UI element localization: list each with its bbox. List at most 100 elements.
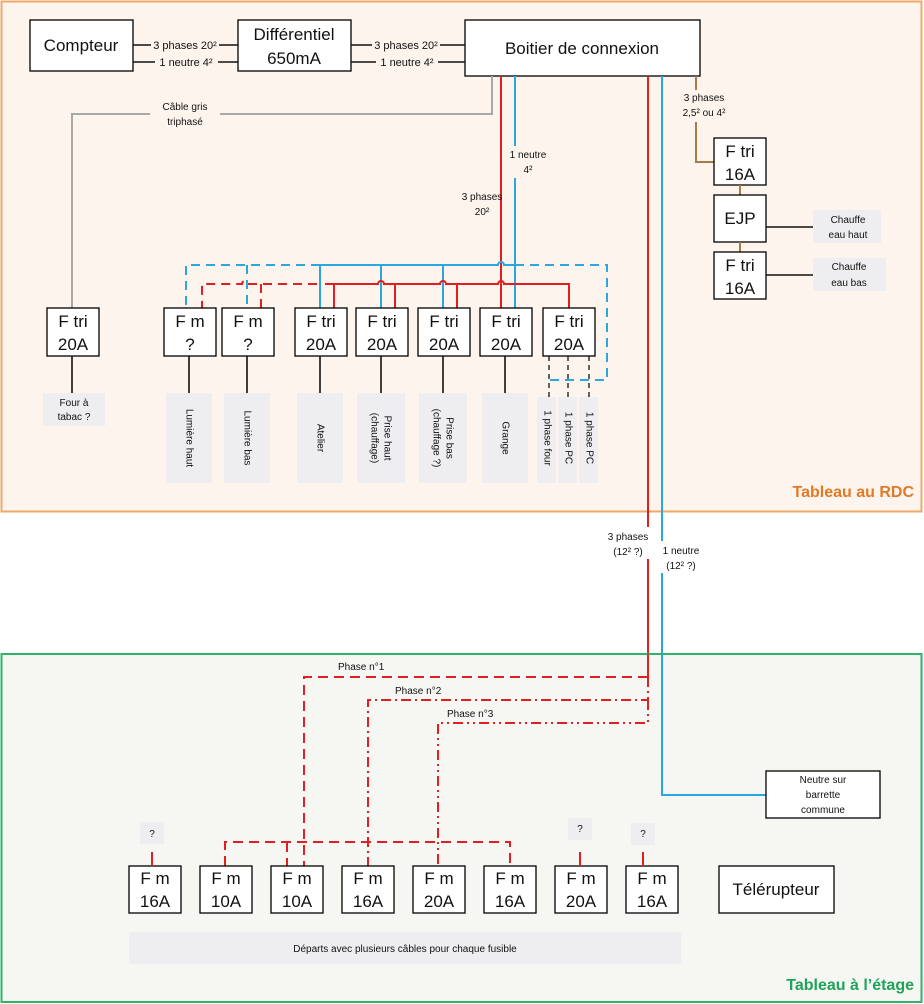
last-output-label-bg bbox=[537, 397, 556, 483]
rdc-fuse-l2: 20A bbox=[429, 335, 460, 354]
grey-cable-label-1: Câble gris bbox=[162, 102, 207, 113]
differentiel-label-2: 650mA bbox=[267, 49, 322, 68]
ejp-fuse-bottom-l2: 16A bbox=[725, 279, 756, 298]
inter-phases-label-2: (12² ?) bbox=[613, 547, 642, 558]
etage-fuse-l1: F m bbox=[211, 869, 240, 888]
ejp-feed-label-2: 2,5² ou 4² bbox=[683, 108, 726, 119]
phase-bus-dashed bbox=[201, 280, 334, 308]
compteur-label: Compteur bbox=[44, 36, 119, 55]
etage-fuse-box bbox=[341, 865, 395, 914]
ejp-fuse-top-l1: F tri bbox=[725, 142, 754, 161]
last-output-label: 1 phase PC bbox=[583, 412, 594, 464]
chauffe-haut-l1: Chauffe bbox=[831, 215, 866, 226]
ejp-feed-label-1: 3 phases bbox=[684, 93, 725, 104]
link-compteur-differentiel bbox=[133, 44, 238, 63]
rdc-output-label-bg bbox=[357, 393, 405, 483]
bus-neutre-label-bg bbox=[504, 146, 552, 178]
grey-cable bbox=[71, 76, 493, 308]
etage-fuse-l1: F m bbox=[140, 869, 169, 888]
rdc-fuse-l2: 20A bbox=[491, 335, 522, 354]
rdc-output-label: Atelier bbox=[314, 424, 325, 453]
inter-neutre-label-2: (12² ?) bbox=[666, 561, 695, 572]
neutral-drops bbox=[319, 265, 516, 308]
etage-fuse-box bbox=[483, 865, 537, 914]
etage-title: Tableau à l’étage bbox=[786, 977, 914, 994]
four-fuse-l1: F tri bbox=[58, 312, 87, 331]
compteur-box bbox=[29, 19, 134, 72]
rdc-output-label-bg bbox=[419, 393, 467, 483]
telerupteur-box bbox=[718, 865, 835, 914]
etage-fuse-l1: F m bbox=[637, 869, 666, 888]
rdc-fuse-l2: 20A bbox=[367, 335, 398, 354]
boitier-box bbox=[464, 19, 701, 77]
etage-fuse-l2: 20A bbox=[566, 892, 597, 911]
link2-phases-label: 3 phases 20² bbox=[374, 40, 438, 52]
chauffe-haut-bg bbox=[813, 210, 881, 243]
rdc-fuse-l1: F tri bbox=[306, 312, 335, 331]
last-fuse-outputs bbox=[548, 356, 590, 397]
link1-phases-label: 3 phases 20² bbox=[153, 40, 217, 52]
inter-neutre-label-bg bbox=[655, 541, 707, 573]
bus-phases-label-1: 3 phases bbox=[462, 192, 503, 203]
inter-phases-label-bg bbox=[600, 527, 654, 559]
four-label-1: Four à bbox=[60, 398, 89, 409]
last-output-label: 1 phase PC bbox=[562, 412, 573, 464]
etage-sub-bus bbox=[224, 841, 511, 866]
chauffe-bas-l1: Chauffe bbox=[832, 262, 867, 273]
inter-neutre-label-1: 1 neutre bbox=[663, 546, 700, 557]
phase-bus-solid bbox=[334, 280, 570, 308]
inter-phases-label-1: 3 phases bbox=[608, 532, 649, 543]
etage-fuse-l2: 10A bbox=[282, 892, 313, 911]
rdc-output-label: Prise haut bbox=[381, 415, 392, 460]
etage-fuse-box bbox=[128, 865, 182, 914]
chauffe-bas-l2: eau bas bbox=[831, 278, 867, 289]
four-label-2: tabac ? bbox=[58, 412, 91, 423]
etage-fuse-l2: 20A bbox=[424, 892, 455, 911]
etage-fuse-l1: F m bbox=[353, 869, 382, 888]
etage-fuse-note: ? bbox=[577, 824, 583, 835]
bus-phases-label-bg bbox=[458, 187, 500, 219]
etage-fuse-box bbox=[554, 865, 608, 914]
rdc-fuse-l1: F tri bbox=[491, 312, 520, 331]
rdc-output-label-bg bbox=[482, 393, 528, 483]
etage-fuse-l1: F m bbox=[495, 869, 524, 888]
link2-neutre-label: 1 neutre 4² bbox=[380, 57, 434, 69]
phase-1-label: Phase n°1 bbox=[338, 662, 385, 673]
last-output-label-bg bbox=[579, 397, 598, 483]
departs-label: Départs avec plusieurs câbles pour chaqu… bbox=[293, 944, 517, 955]
rdc-fuse-l1: F tri bbox=[367, 312, 396, 331]
etage-fuse-box bbox=[270, 865, 324, 914]
etage-fuse-note-bg bbox=[140, 822, 164, 844]
etage-fuse-l1: F m bbox=[566, 869, 595, 888]
last-output-label: 1 phase four bbox=[541, 410, 552, 466]
etage-fuse-note-bg bbox=[631, 823, 655, 845]
rdc-fuse-l1: F tri bbox=[554, 312, 583, 331]
rdc-output-label: (chauffage) bbox=[368, 413, 379, 463]
rdc-fuse-box bbox=[542, 307, 596, 357]
rdc-fuse-box bbox=[355, 307, 409, 357]
ejp-fuse-bottom-l1: F tri bbox=[725, 256, 754, 275]
four-label-bg bbox=[43, 393, 105, 426]
departs-label-bg bbox=[129, 932, 681, 964]
neutral-bus-dashed-right bbox=[515, 264, 608, 381]
etage-fuse-l1: F m bbox=[424, 869, 453, 888]
phase-drops bbox=[333, 284, 458, 308]
etage-fuse-box bbox=[199, 865, 253, 914]
telerupteur-label: Télérupteur bbox=[733, 880, 820, 899]
etage-fuse-box bbox=[412, 865, 466, 914]
etage-fuse-l2: 10A bbox=[211, 892, 242, 911]
ejp-feed-label-bg bbox=[674, 90, 734, 122]
rdc-fuse-l2: 20A bbox=[306, 335, 337, 354]
four-fuse-box bbox=[46, 307, 100, 357]
rdc-output-label-bg bbox=[166, 393, 212, 483]
last-fuse-output-labels: 1 phase four 1 phase PC 1 phase PC bbox=[537, 397, 598, 483]
rdc-output-label-bg bbox=[297, 393, 343, 483]
ejp-fuse-top-l2: 16A bbox=[725, 165, 756, 184]
etage-fuse-l2: 16A bbox=[353, 892, 384, 911]
neutral-bar-l2: barrette bbox=[806, 790, 841, 801]
rdc-output-label-bg bbox=[224, 393, 270, 483]
chauffe-bas-bg bbox=[813, 258, 886, 291]
link1-neutre-label: 1 neutre 4² bbox=[159, 57, 213, 69]
rdc-output-label: (chauffage ?) bbox=[430, 409, 441, 468]
